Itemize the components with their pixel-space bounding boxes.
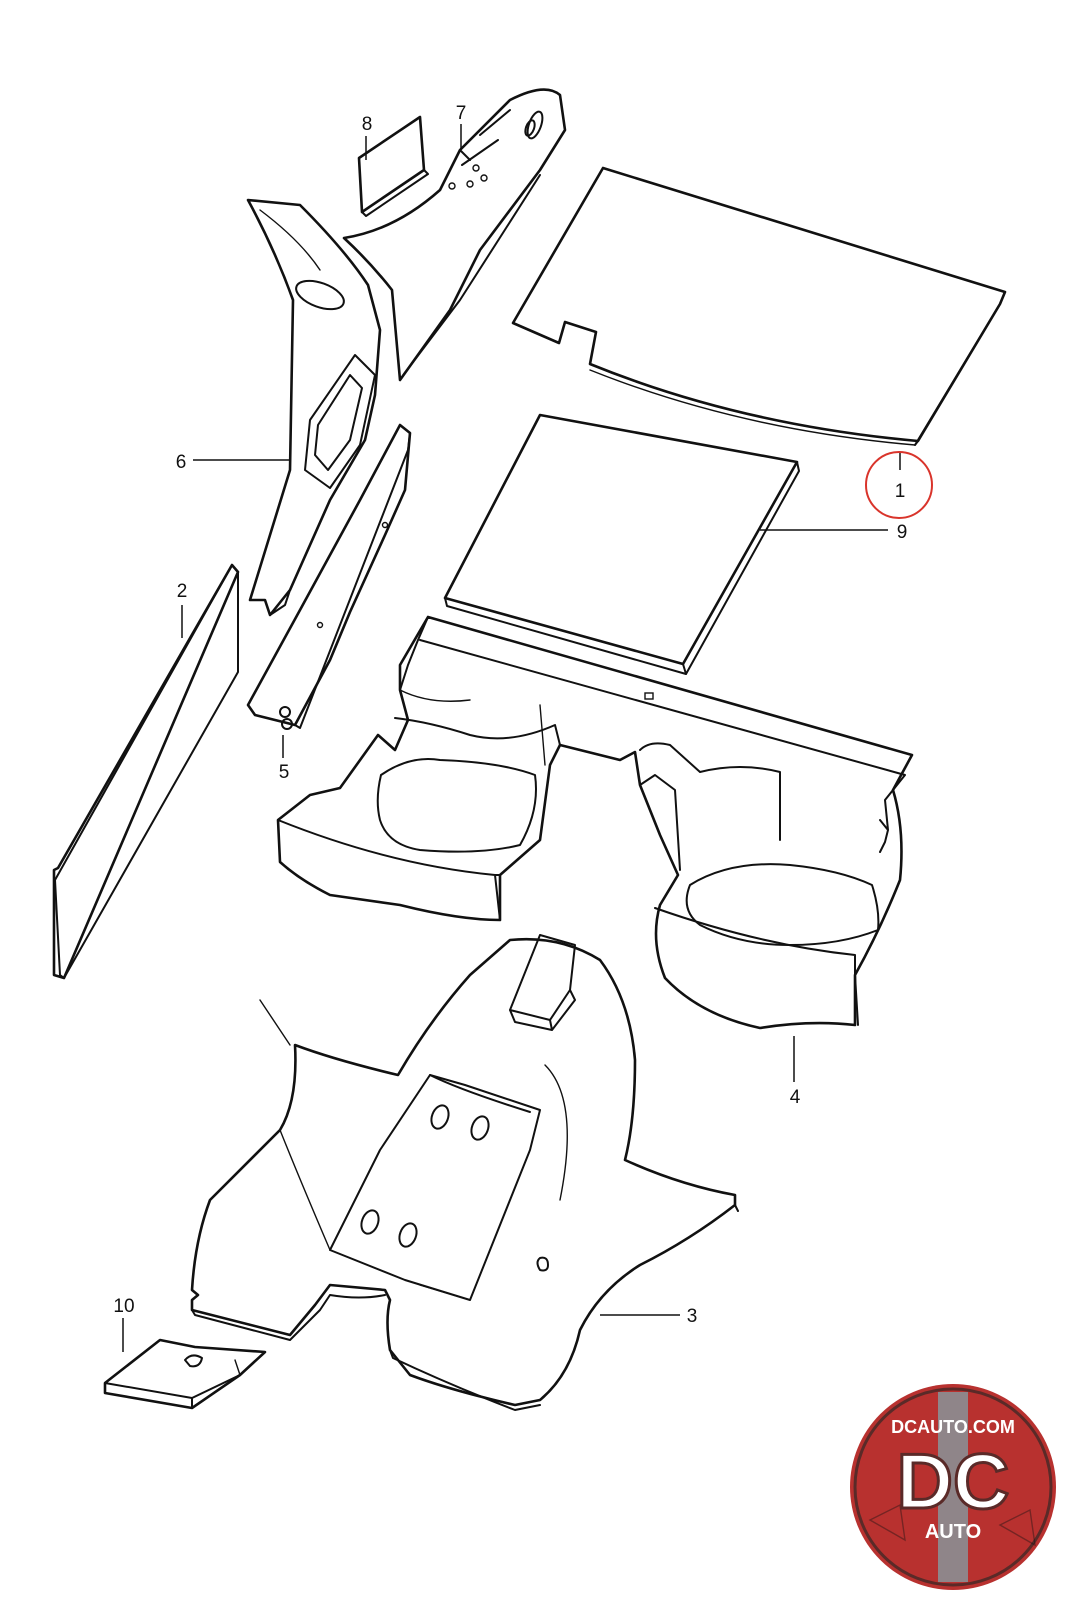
callout-10: 10 <box>113 1296 134 1317</box>
callout-8: 8 <box>362 114 373 135</box>
part-sill-trim-panel[interactable] <box>246 423 412 730</box>
logo-domain: DCAUTO.COM <box>891 1417 1015 1437</box>
callout-1: 1 <box>895 481 906 502</box>
logo-sub: AUTO <box>925 1521 981 1543</box>
callout-3: 3 <box>687 1306 698 1327</box>
part-front-floor-carpet[interactable] <box>190 934 739 1411</box>
part-small-pad[interactable] <box>357 115 429 217</box>
callout-labels: 1 2 3 4 5 6 7 8 9 10 <box>113 103 907 1327</box>
leader-lines <box>122 124 901 1352</box>
part-rear-footwell-carpet[interactable] <box>276 615 914 1030</box>
dcauto-logo: DCAUTO.COM DC AUTO <box>850 1384 1056 1590</box>
logo-main: DC <box>897 1437 1010 1525</box>
callout-2: 2 <box>177 581 188 602</box>
part-floor-mat-panel[interactable] <box>443 413 800 675</box>
part-b-pillar-trim[interactable] <box>246 198 382 617</box>
callout-5: 5 <box>279 762 290 783</box>
part-c-pillar-trim[interactable] <box>342 88 567 382</box>
highlight-circle <box>865 451 933 519</box>
part-rear-shelf-panel[interactable] <box>511 166 1007 446</box>
callout-4: 4 <box>790 1087 801 1108</box>
callout-7: 7 <box>456 103 467 124</box>
part-heel-pad[interactable] <box>103 1338 267 1410</box>
part-side-strip-panel[interactable] <box>52 563 240 980</box>
callout-9: 9 <box>897 522 908 543</box>
callout-6: 6 <box>176 452 187 473</box>
